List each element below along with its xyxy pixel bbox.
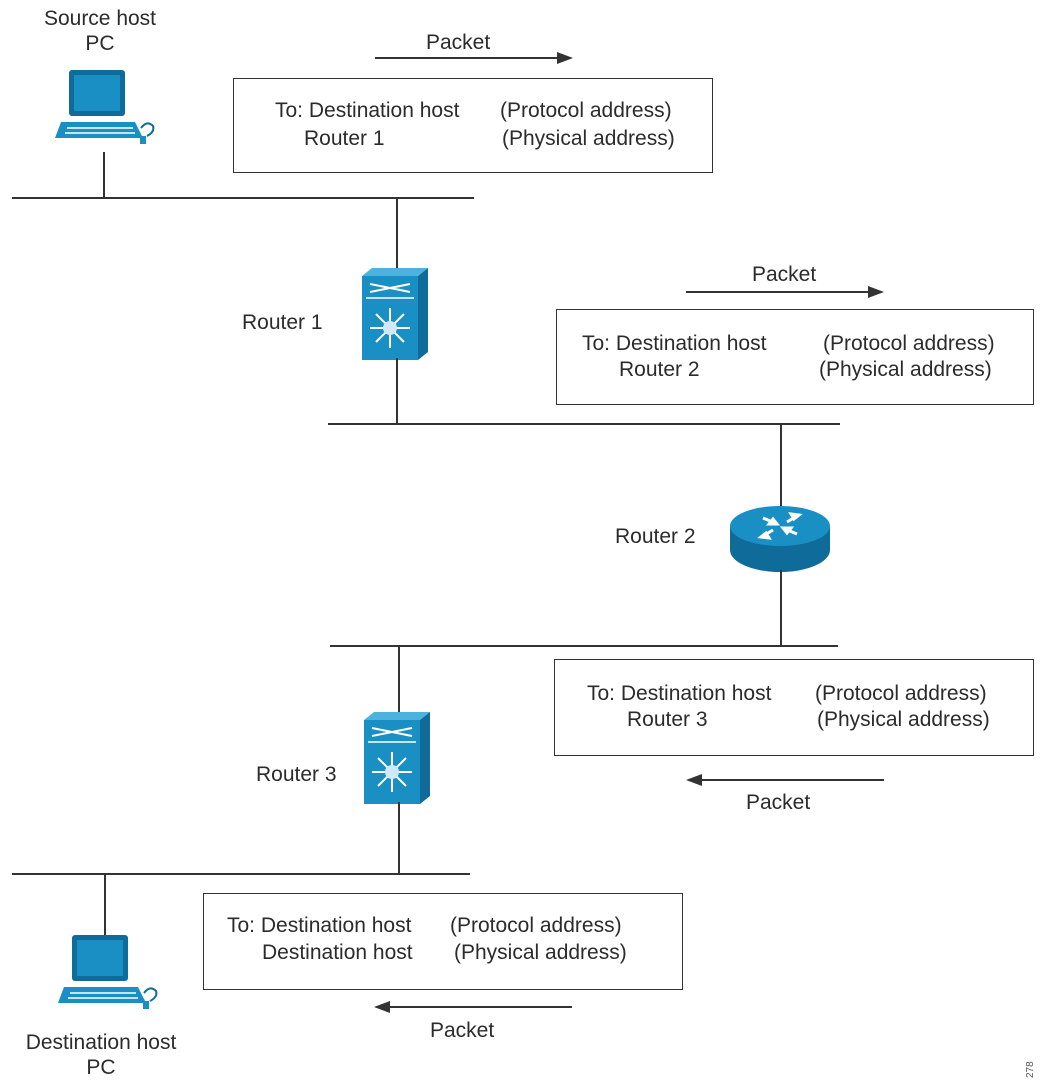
packet-4-to-type: (Protocol address) <box>450 914 622 937</box>
packet-4-via-type: (Physical address) <box>454 941 627 964</box>
packet-1-header-box: To: Destination host (Protocol address) … <box>233 78 713 173</box>
packet-3-header-box: To: Destination host (Protocol address) … <box>554 659 1034 756</box>
source-host-label: Source host PC <box>43 7 157 56</box>
router-3-downlink <box>398 802 400 874</box>
packet-2-header-box: To: Destination host (Protocol address) … <box>556 309 1034 405</box>
packet-4-label: Packet <box>430 1019 495 1042</box>
packet-1-via-label: Router 1 <box>304 127 385 150</box>
packet-1-label: Packet <box>426 31 491 54</box>
packet-1-to-type: (Protocol address) <box>500 99 672 122</box>
packet-2-via-label: Router 2 <box>619 358 700 381</box>
dest-pc-drop-line <box>104 873 106 935</box>
figure-id: 278 <box>1025 1061 1036 1078</box>
packet-3-label: Packet <box>746 791 811 814</box>
arrow-right-icon <box>686 286 884 298</box>
router-1-uplink <box>396 197 398 271</box>
network-segment-1 <box>12 197 474 199</box>
packet-3-to-label: To: Destination host <box>587 682 772 705</box>
packet-2-to-type: (Protocol address) <box>823 332 995 355</box>
router-2-uplink <box>780 423 782 507</box>
packet-4-via-label: Destination host <box>262 941 413 964</box>
router-2-label: Router 2 <box>615 525 696 548</box>
packet-1-to-label: To: Destination host <box>275 99 460 122</box>
packet-2-via-type: (Physical address) <box>819 358 992 381</box>
packet-3-to-type: (Protocol address) <box>815 682 987 705</box>
packet-3-via-type: (Physical address) <box>817 708 990 731</box>
network-segment-4 <box>12 873 470 875</box>
router-2-downlink <box>780 570 782 646</box>
network-segment-3 <box>330 645 838 647</box>
pc-drop-line <box>103 152 105 198</box>
arrow-right-icon <box>375 52 573 64</box>
multilayer-switch-icon <box>362 268 428 360</box>
pc-icon <box>55 70 155 144</box>
arrow-left-icon <box>686 774 884 786</box>
packet-4-to-label: To: Destination host <box>227 914 412 937</box>
router-1-label: Router 1 <box>242 311 323 334</box>
multilayer-switch-icon <box>364 712 430 804</box>
router-3-uplink <box>398 645 400 715</box>
packet-2-label: Packet <box>752 263 817 286</box>
packet-1-via-type: (Physical address) <box>502 127 675 150</box>
router-1-downlink <box>396 358 398 424</box>
destination-host-label: Destination host PC <box>25 1031 177 1080</box>
router-icon <box>730 506 830 572</box>
packet-2-to-label: To: Destination host <box>582 332 767 355</box>
pc-icon <box>58 935 158 1009</box>
network-segment-2 <box>328 423 840 425</box>
packet-4-header-box: To: Destination host (Protocol address) … <box>203 893 683 990</box>
router-3-label: Router 3 <box>256 763 337 786</box>
packet-3-via-label: Router 3 <box>627 708 708 731</box>
arrow-left-icon <box>374 1001 572 1013</box>
